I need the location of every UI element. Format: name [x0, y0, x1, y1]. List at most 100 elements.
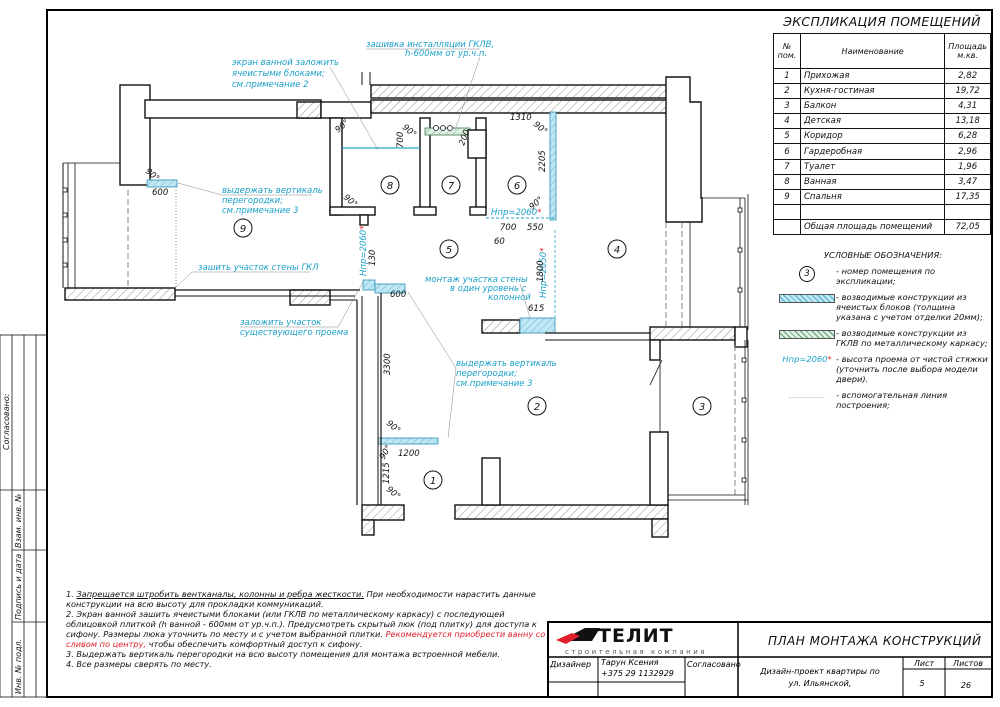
dimension-label: 2205	[538, 150, 548, 172]
empty-cell	[773, 218, 801, 236]
block-partition	[146, 179, 178, 188]
room-num: 5	[773, 128, 801, 145]
wall	[361, 504, 405, 521]
sheet-label: Лист	[913, 659, 935, 668]
room-num: 6	[773, 143, 801, 160]
room-marker-5: 5	[439, 239, 459, 259]
block-partition	[362, 279, 376, 291]
note-text: Запрещается штробить вентканалы, колонны…	[76, 589, 364, 599]
note-item: 3. Выдержать вертикаль перегородки на вс…	[66, 649, 546, 659]
room-number: 1	[430, 476, 436, 487]
wall	[467, 129, 487, 159]
wall	[144, 99, 322, 119]
room-marker-9: 9	[233, 218, 253, 238]
room-number: 7	[448, 181, 455, 192]
annotation-install: h-600мм от ур.ч.п.	[405, 49, 487, 59]
annotation-vertical-1: выдержать вертикаль	[222, 186, 323, 196]
wall	[361, 519, 375, 536]
window-mullion	[737, 247, 743, 253]
designer-name: Тарун Ксения	[601, 658, 659, 667]
annotation-bath-screen: ячеистыми блоками;	[232, 69, 325, 79]
room-name: Детская	[799, 113, 946, 130]
drawing-line	[649, 359, 663, 386]
note-text: чтобы обеспечить комфортный доступ к сиф…	[146, 639, 363, 649]
dimension-label: 1310	[510, 113, 532, 123]
annotation-vertical-2: см.примечание 3	[456, 379, 533, 389]
room-marker-1: 1	[423, 470, 443, 490]
total-area: 72,05	[944, 218, 991, 236]
window-mullion	[62, 212, 68, 218]
angle-label: 90°	[384, 419, 402, 436]
wall	[413, 206, 437, 216]
legend-text: - возводимые конструкции из ГКЛВ по мета…	[836, 328, 988, 348]
wall	[481, 457, 501, 506]
table-row-empty	[773, 203, 991, 220]
room-num: 8	[773, 173, 801, 190]
col-area: Площадь м.кв.	[944, 33, 991, 69]
angle-label: 90°	[378, 443, 394, 461]
annotation-vertical-2: выдержать вертикаль	[456, 359, 557, 369]
room-num: 2	[773, 83, 801, 100]
stamp-inv-original: Инв. № подл.	[14, 639, 23, 694]
wall	[370, 84, 669, 99]
title-block: ТЕЛИТ строительная компания ПЛАН МОНТАЖА…	[547, 621, 993, 698]
wall	[296, 101, 322, 119]
annotation-vertical-1: перегородки;	[222, 196, 283, 206]
dimension-label: 600	[390, 290, 406, 300]
room-area: 17,35	[944, 188, 991, 205]
room-name: Прихожая	[799, 67, 946, 85]
wall	[651, 518, 669, 538]
wall	[370, 99, 669, 114]
annotation-column: колонной	[488, 293, 531, 303]
sheet-count: 26	[961, 681, 971, 690]
legend-title: УСЛОВНЫЕ ОБОЗНАЧЕНИЯ:	[823, 250, 943, 260]
walls-and-fixtures	[62, 72, 749, 538]
room-number: 8	[387, 181, 393, 192]
room-name: Балкон	[799, 98, 946, 115]
door-height-label: Нпр=2060*	[491, 208, 541, 218]
wall	[329, 206, 376, 216]
sink-fixture	[440, 125, 446, 131]
wall	[359, 214, 369, 226]
room-area: 2,82	[944, 67, 991, 85]
annotation-gkl-wall: зашить участок стены ГКЛ	[198, 263, 319, 273]
dimension-label: 550	[527, 223, 543, 233]
total-label: Общая площадь помещений	[799, 218, 946, 236]
room-num: 4	[773, 113, 801, 130]
room-name: Коридор	[799, 128, 946, 145]
door-height-label: Нпр=2650*	[539, 248, 549, 298]
wall	[734, 326, 748, 348]
agreed-label: Согласовано	[687, 660, 741, 669]
dimension-label: 1800	[536, 260, 546, 282]
wall	[454, 504, 669, 520]
room-number: 2	[534, 402, 540, 413]
wall	[469, 206, 487, 216]
empty-cell	[799, 203, 946, 220]
dimension-label: 700	[396, 132, 406, 148]
dimension-label: 60	[494, 237, 505, 247]
legend-text: - возводимые конструкции из ячеистых бло…	[836, 292, 983, 322]
window-mullion	[62, 262, 68, 268]
room-area: 13,18	[944, 113, 991, 130]
room-marker-8: 8	[380, 175, 400, 195]
room-explication: ЭКСПЛИКАЦИЯ ПОМЕЩЕНИЙ № пом. Наименовани…	[773, 14, 991, 236]
legend-aux-line: .............. - вспомогательная линия п…	[778, 390, 988, 410]
room-area: 4,31	[944, 98, 991, 115]
room-marker-6: 6	[507, 175, 527, 195]
room-number: 5	[446, 245, 452, 256]
window-mullion	[741, 477, 747, 483]
col-name: Наименование	[799, 33, 946, 69]
room-number: 6	[514, 181, 520, 192]
legend-door-height: Нпр=2060* - высота проема от чистой стяж…	[778, 354, 988, 384]
block-partition	[377, 437, 439, 445]
wall	[64, 287, 176, 301]
